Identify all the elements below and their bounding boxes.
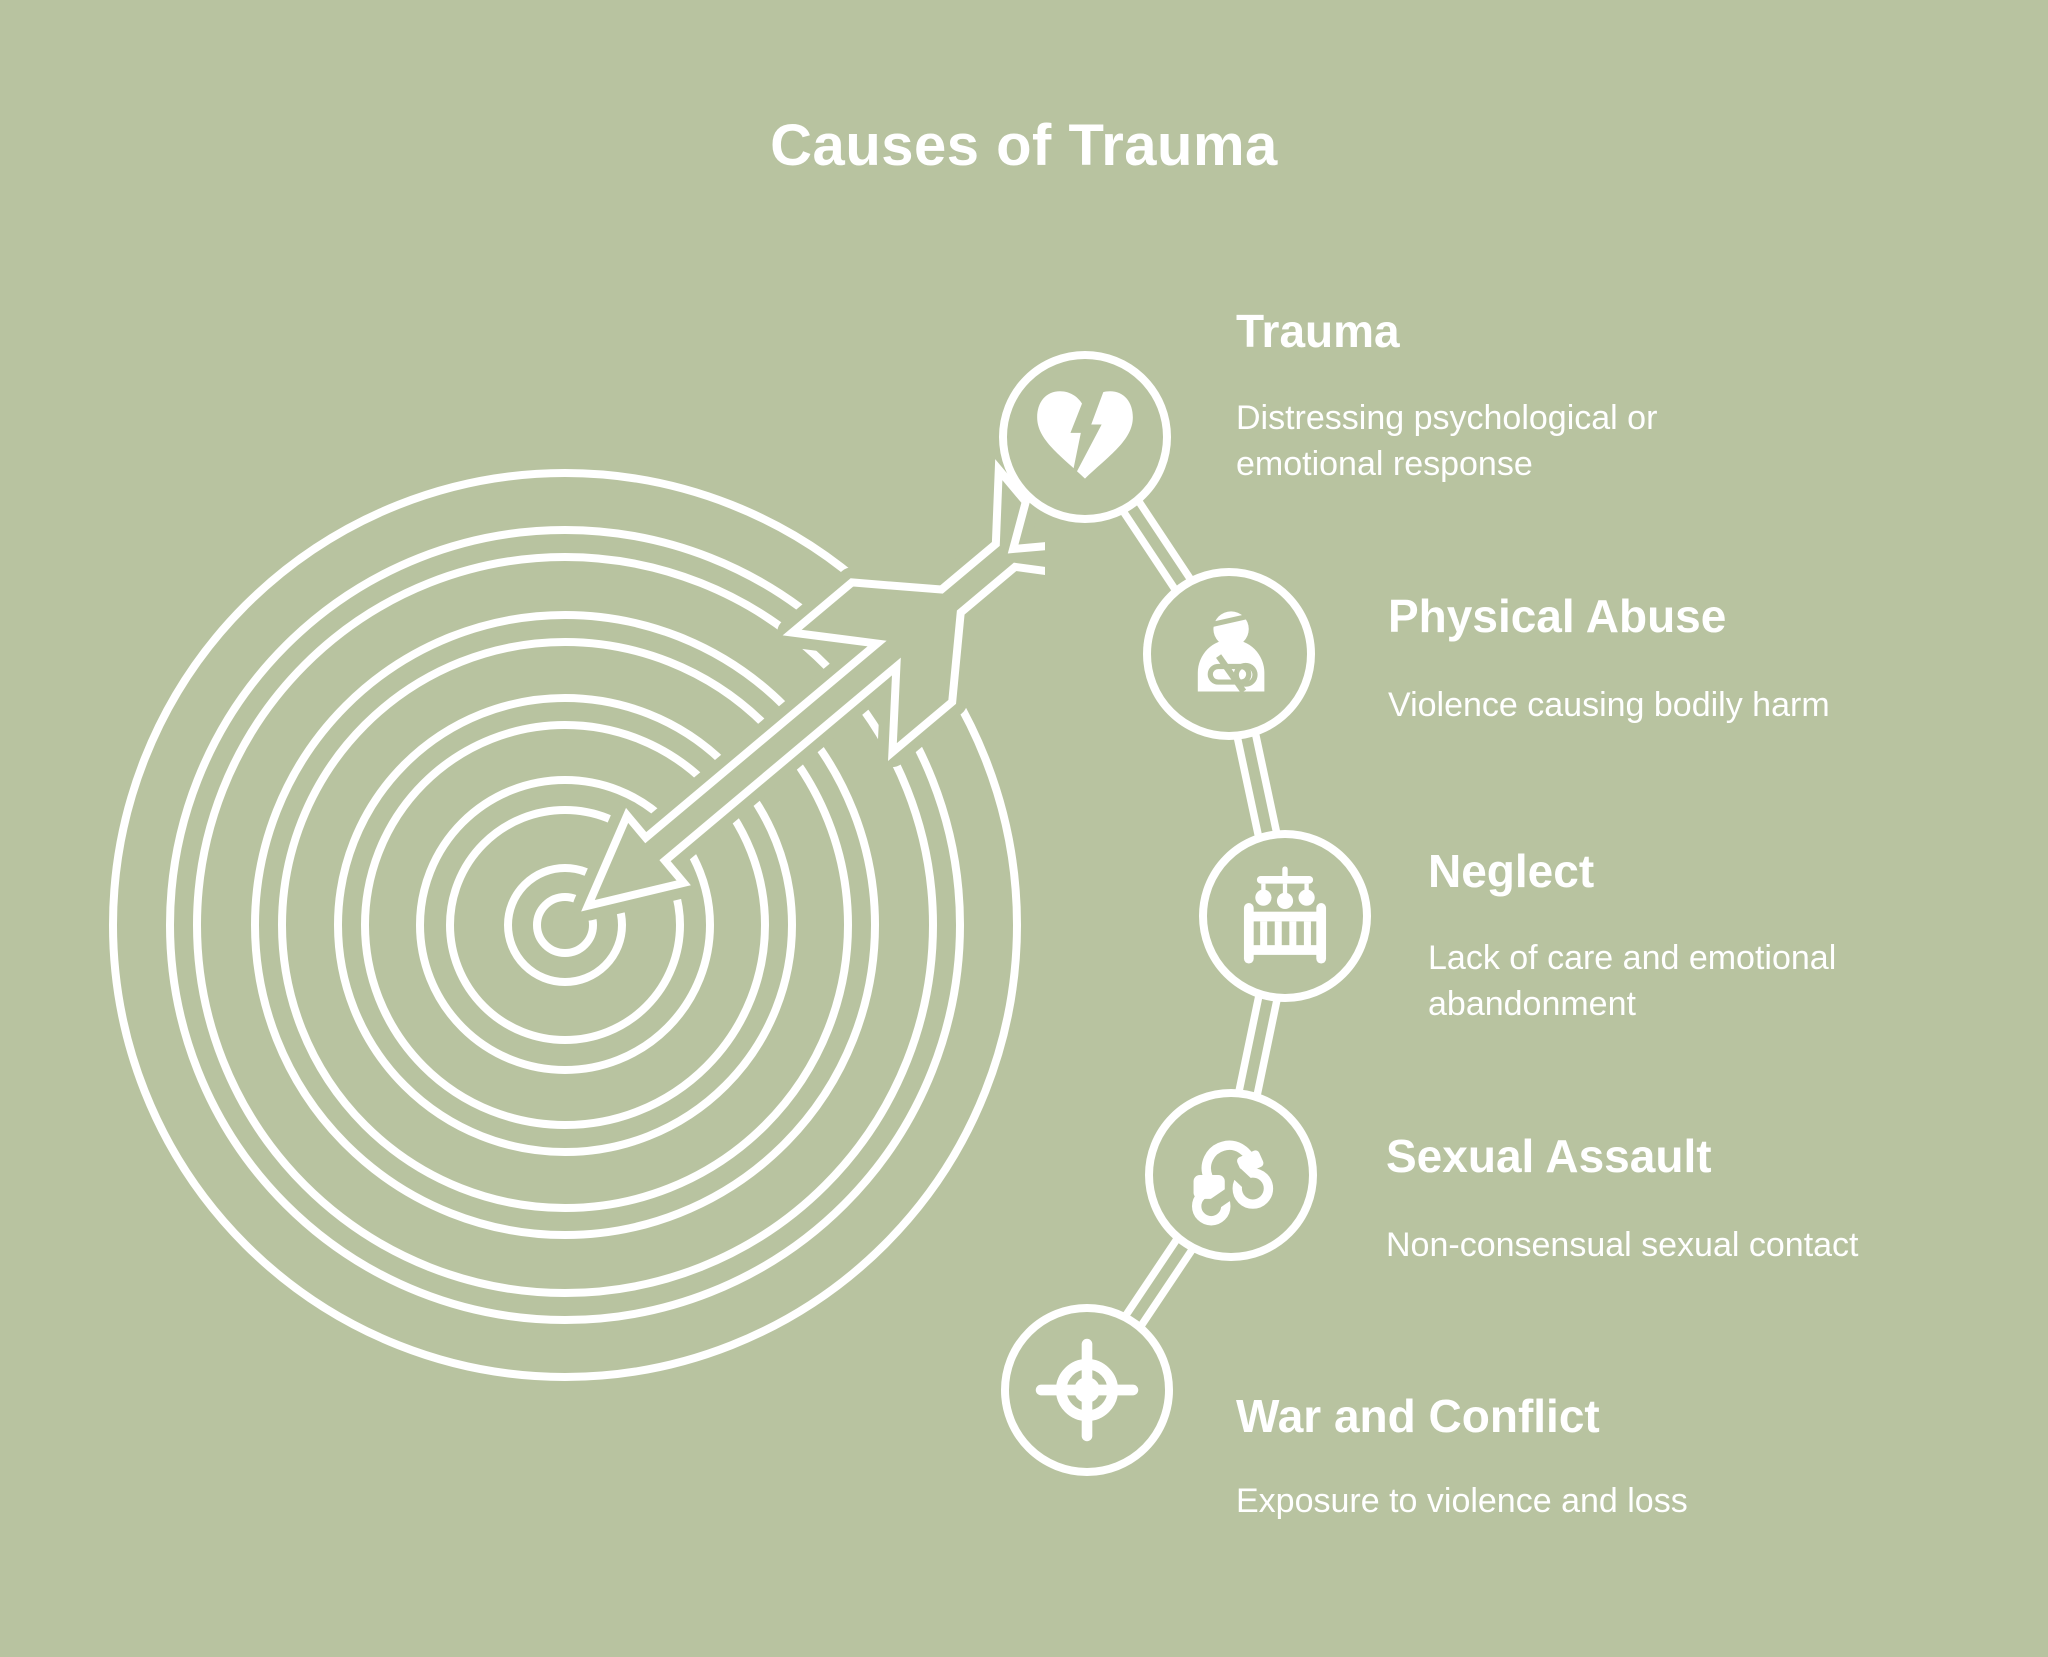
item-desc-sexual-assault: Non-consensual sexual contact [1386,1226,1859,1264]
crosshair-target-icon [1035,1338,1139,1442]
node-sexual-assault [1145,1089,1317,1261]
node-neglect [1199,830,1371,1002]
handcuffs-icon [1192,1140,1274,1226]
item-desc-physical-abuse: Violence causing bodily harm [1388,686,1830,724]
item-title-neglect: Neglect [1428,845,1595,897]
page-title: Causes of Trauma [770,113,1278,178]
target-arrow-illustration [109,454,1045,1381]
node-physical-abuse [1143,568,1315,740]
injured-person-icon [1197,611,1265,694]
item-title-sexual-assault: Sexual Assault [1386,1130,1712,1182]
item-desc-neglect: Lack of care and emotional abandonment [1428,939,1837,1024]
item-desc-trauma: Distressing psychological or emotional r… [1236,399,1658,484]
item-desc-war-conflict: Exposure to violence and loss [1236,1482,1688,1520]
arrow-icon [572,454,1045,921]
item-title-trauma: Trauma [1236,305,1400,357]
item-title-physical-abuse: Physical Abuse [1388,590,1727,642]
baby-crib-icon [1243,866,1327,964]
broken-heart-icon [1037,388,1133,484]
item-title-war-conflict: War and Conflict [1236,1390,1600,1442]
node-trauma [999,351,1171,523]
node-war-conflict [1001,1304,1173,1476]
